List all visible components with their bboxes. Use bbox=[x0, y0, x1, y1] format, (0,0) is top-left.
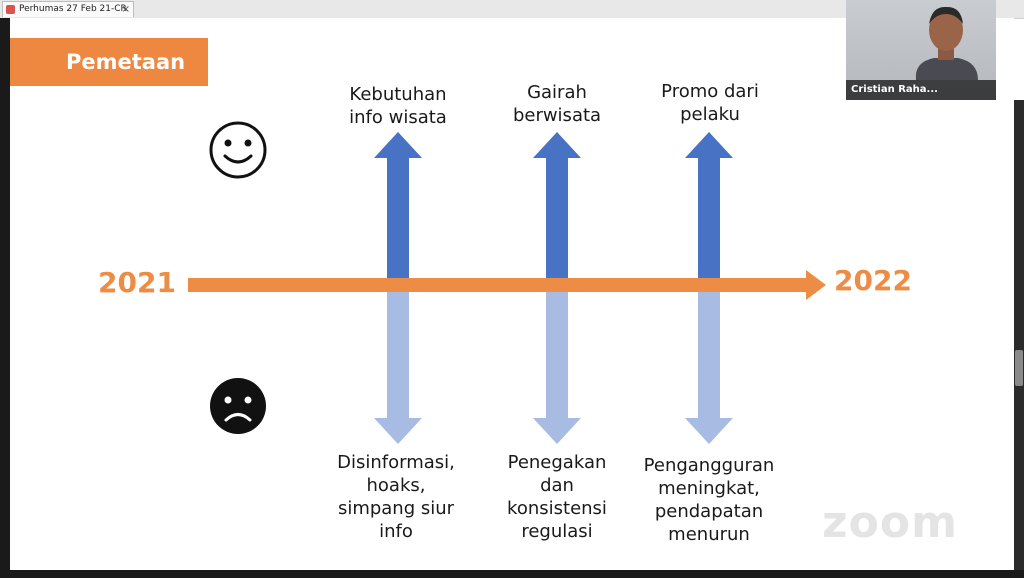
participant-video[interactable]: Cristian Raha... bbox=[846, 0, 996, 100]
participant-name: Cristian Raha... bbox=[846, 80, 996, 100]
negative-label-3: Pengangguran meningkat, pendapatan menur… bbox=[643, 455, 775, 545]
negative-label-1: Disinformasi, hoaks, simpang siur info bbox=[337, 452, 455, 542]
document-tab[interactable]: Perhumas 27 Feb 21-CR × bbox=[2, 1, 134, 17]
year-end-label: 2022 bbox=[834, 264, 912, 297]
tab-title: Perhumas 27 Feb 21-CR bbox=[19, 4, 127, 14]
slide-title: Pemetaan bbox=[10, 38, 208, 86]
document-icon bbox=[6, 5, 15, 14]
up-arrow-2 bbox=[533, 132, 581, 278]
timeline-arrow-head bbox=[806, 270, 826, 300]
positive-label-2: Gairah berwisata bbox=[512, 82, 602, 126]
smiley-face-icon bbox=[209, 121, 267, 179]
scrollbar-thumb[interactable] bbox=[1015, 350, 1023, 386]
frame-bottom bbox=[0, 570, 1024, 578]
year-start-label: 2021 bbox=[98, 266, 176, 299]
up-arrow-1 bbox=[374, 132, 422, 278]
down-arrow-1 bbox=[374, 292, 422, 444]
positive-label-1: Kebutuhan info wisata bbox=[349, 84, 447, 128]
timeline-arrow bbox=[188, 278, 808, 292]
scrollbar-track[interactable] bbox=[1014, 100, 1024, 578]
close-icon[interactable]: × bbox=[121, 4, 130, 15]
zoom-watermark: zoom bbox=[822, 497, 958, 548]
up-arrow-3 bbox=[685, 132, 733, 278]
down-arrow-2 bbox=[533, 292, 581, 444]
presentation-slide bbox=[10, 18, 1014, 570]
sad-face-icon bbox=[210, 378, 266, 434]
frame-left bbox=[0, 18, 10, 578]
positive-label-3: Promo dari pelaku bbox=[661, 81, 759, 125]
negative-label-2: Penegakan dan konsistensi regulasi bbox=[507, 452, 607, 542]
participant-avatar bbox=[915, 6, 978, 80]
down-arrow-3 bbox=[685, 292, 733, 444]
